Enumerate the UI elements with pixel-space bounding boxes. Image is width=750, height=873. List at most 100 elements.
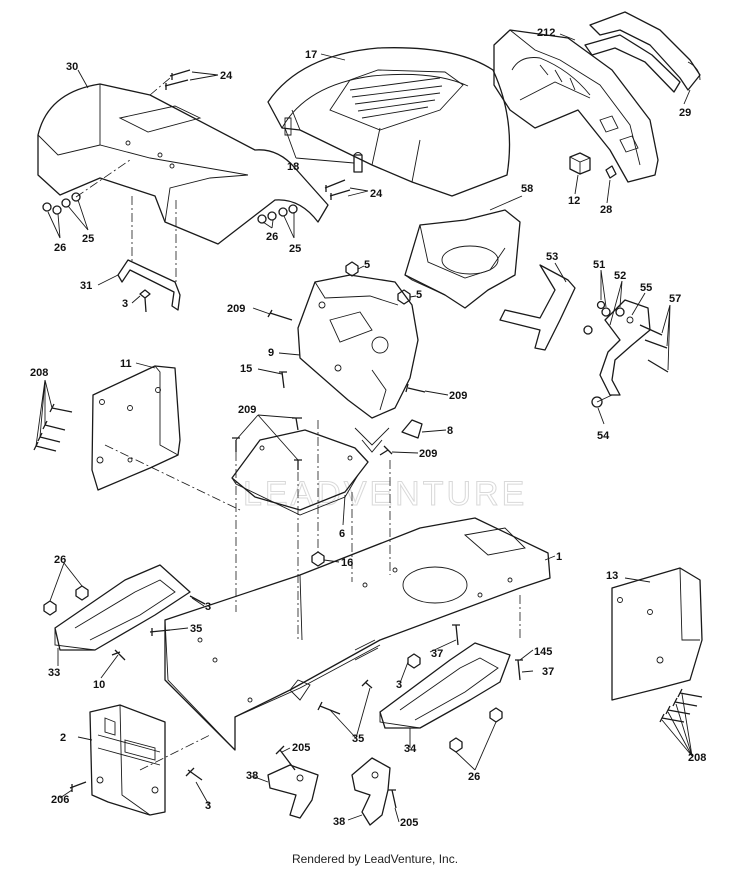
- assembly-lines: [104, 420, 521, 771]
- callout-25: 25: [82, 233, 94, 245]
- part-18-bumpers[interactable]: [353, 152, 363, 173]
- bolts-24-top[interactable]: [149, 69, 191, 96]
- callout-3: 3: [205, 800, 211, 812]
- watermark-text: LEADVENTURE: [243, 475, 527, 513]
- callout-33: 33: [48, 667, 60, 679]
- hardware-26-right[interactable]: [449, 624, 523, 753]
- hardware-35-3[interactable]: [317, 653, 421, 715]
- callout-25: 25: [289, 243, 301, 255]
- bolts-24-mid[interactable]: [324, 179, 351, 200]
- callout-51: 51: [593, 259, 605, 271]
- part-29-grille[interactable]: [584, 11, 701, 93]
- callout-12: 12: [568, 195, 580, 207]
- callout-38: 38: [333, 816, 345, 828]
- callout-28: 28: [600, 204, 612, 216]
- part-11-side-panel[interactable]: [91, 365, 181, 491]
- part-1-frame[interactable]: [164, 517, 551, 751]
- callout-8: 8: [447, 425, 453, 437]
- callout-208: 208: [30, 367, 48, 379]
- callout-18: 18: [287, 161, 299, 173]
- callout-11: 11: [120, 358, 132, 370]
- part-58-dash-panel[interactable]: [404, 209, 521, 309]
- callout-38: 38: [246, 770, 258, 782]
- callout-3: 3: [205, 601, 211, 613]
- nuts-5[interactable]: [345, 261, 411, 305]
- callout-55: 55: [640, 282, 652, 294]
- callout-205: 205: [400, 817, 418, 829]
- hardware-51-52[interactable]: [583, 300, 625, 335]
- part-38-pedal-left[interactable]: [267, 745, 319, 819]
- callout-58: 58: [521, 183, 533, 195]
- part-28-clip[interactable]: [605, 165, 617, 179]
- callout-205: 205: [292, 742, 310, 754]
- hardware-57[interactable]: [639, 324, 669, 373]
- callout-26: 26: [54, 554, 66, 566]
- callout-209: 209: [238, 404, 256, 416]
- bolts-208-right[interactable]: [659, 688, 703, 723]
- callout-34: 34: [404, 743, 417, 755]
- callout-209: 209: [449, 390, 467, 402]
- part-13-side-panel[interactable]: [611, 567, 703, 701]
- callout-52: 52: [614, 270, 626, 282]
- fender-hardware-right[interactable]: [257, 204, 298, 224]
- callout-24: 24: [220, 70, 233, 82]
- callout-10: 10: [93, 679, 105, 691]
- part-53-bracket[interactable]: [499, 264, 576, 351]
- fender-hardware-left[interactable]: [42, 159, 131, 215]
- part-8-clip[interactable]: [401, 419, 423, 439]
- callout-13: 13: [606, 570, 618, 582]
- callout-31: 31: [80, 280, 92, 292]
- callout-145: 145: [534, 646, 552, 658]
- callout-212: 212: [537, 27, 555, 39]
- callout-26: 26: [54, 242, 66, 254]
- callout-30: 30: [66, 61, 78, 73]
- callout-15: 15: [240, 363, 252, 375]
- callout-29: 29: [679, 107, 691, 119]
- callout-9: 9: [268, 347, 274, 359]
- part-16-nut[interactable]: [311, 551, 325, 567]
- part-31-bracket[interactable]: [117, 196, 181, 311]
- part-17-hood[interactable]: [267, 47, 511, 197]
- hardware-54[interactable]: [591, 394, 613, 408]
- callout-2: 2: [60, 732, 66, 744]
- part-2-rear-plate[interactable]: [89, 704, 166, 816]
- part-34-footrest[interactable]: [379, 642, 511, 729]
- part-212-grille-housing[interactable]: [493, 29, 659, 183]
- callout-24: 24: [370, 188, 383, 200]
- callout-16: 16: [341, 557, 353, 569]
- watermark-logo: [354, 427, 390, 453]
- part-30-fender[interactable]: [37, 83, 329, 245]
- part-9-support[interactable]: [297, 274, 419, 419]
- leader-lines: [35, 33, 693, 823]
- callout-3: 3: [396, 679, 402, 691]
- callout-labels: 30 24 17 212 29 18 24 12 28 26 25 26 25 …: [30, 27, 706, 829]
- callout-17: 17: [305, 49, 317, 61]
- callout-37: 37: [431, 648, 443, 660]
- callout-54: 54: [597, 430, 610, 442]
- part-38-pedal-right[interactable]: [351, 757, 397, 826]
- callout-209: 209: [227, 303, 245, 315]
- callout-6: 6: [339, 528, 345, 540]
- callout-53: 53: [546, 251, 558, 263]
- bolts-208-left[interactable]: [33, 403, 73, 452]
- callout-26: 26: [266, 231, 278, 243]
- part-55-linkage[interactable]: [599, 299, 651, 396]
- callout-57: 57: [669, 293, 681, 305]
- callout-5: 5: [416, 289, 422, 301]
- callout-3: 3: [122, 298, 128, 310]
- bolts-206-3[interactable]: [69, 767, 203, 792]
- bolt-3-top[interactable]: [139, 289, 151, 313]
- callout-35: 35: [190, 623, 202, 635]
- callout-209: 209: [419, 448, 437, 460]
- callout-37: 37: [542, 666, 554, 678]
- callout-35: 35: [352, 733, 364, 745]
- bolts-209-15[interactable]: [267, 309, 426, 393]
- part-33-footrest[interactable]: [54, 564, 191, 651]
- callout-206: 206: [51, 794, 69, 806]
- watermark: LEADVENTURE: [243, 427, 527, 514]
- callout-208: 208: [688, 752, 706, 764]
- part-12-switch[interactable]: [569, 152, 591, 175]
- callout-5: 5: [364, 259, 370, 271]
- callout-26: 26: [468, 771, 480, 783]
